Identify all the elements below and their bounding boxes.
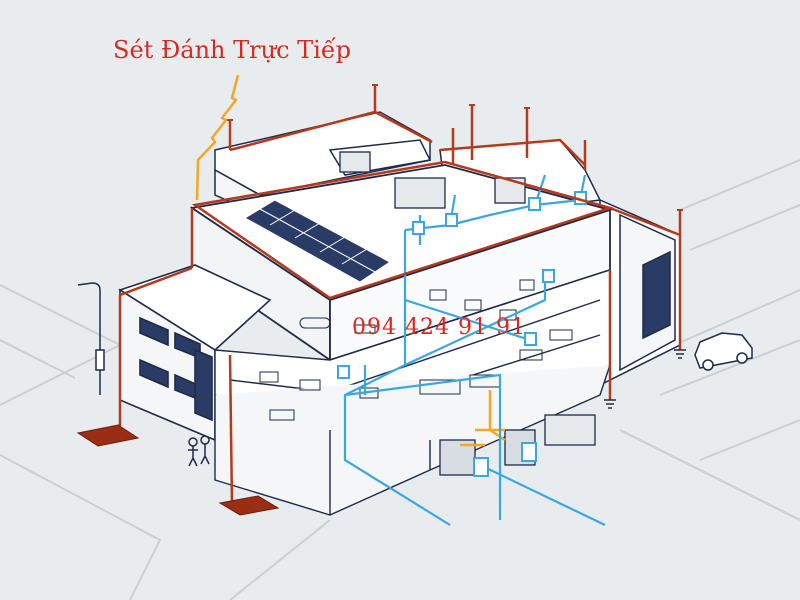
solar-panels [244, 199, 391, 283]
person-icon [188, 435, 210, 467]
right-wing-windows [642, 250, 671, 340]
ground-symbol-icon [604, 349, 686, 409]
left-wing-windows [139, 316, 213, 422]
caption-title: Sét Đánh Trực Tiếp [113, 36, 351, 64]
watermark-phone: 094 424 91 91 [352, 315, 526, 340]
earth-electrodes [76, 424, 280, 516]
data-network [343, 174, 606, 526]
cutaway-floors [214, 269, 611, 516]
lightning-conductors [106, 85, 682, 506]
car-icon [694, 332, 753, 371]
streetlight-icon [77, 282, 105, 395]
lightning-bolt-icon [195, 74, 240, 201]
left-wing [118, 264, 272, 442]
plant-room-equipment [339, 151, 596, 476]
right-wing [599, 198, 681, 387]
network-switches [337, 191, 587, 477]
air-terminals [227, 84, 683, 211]
